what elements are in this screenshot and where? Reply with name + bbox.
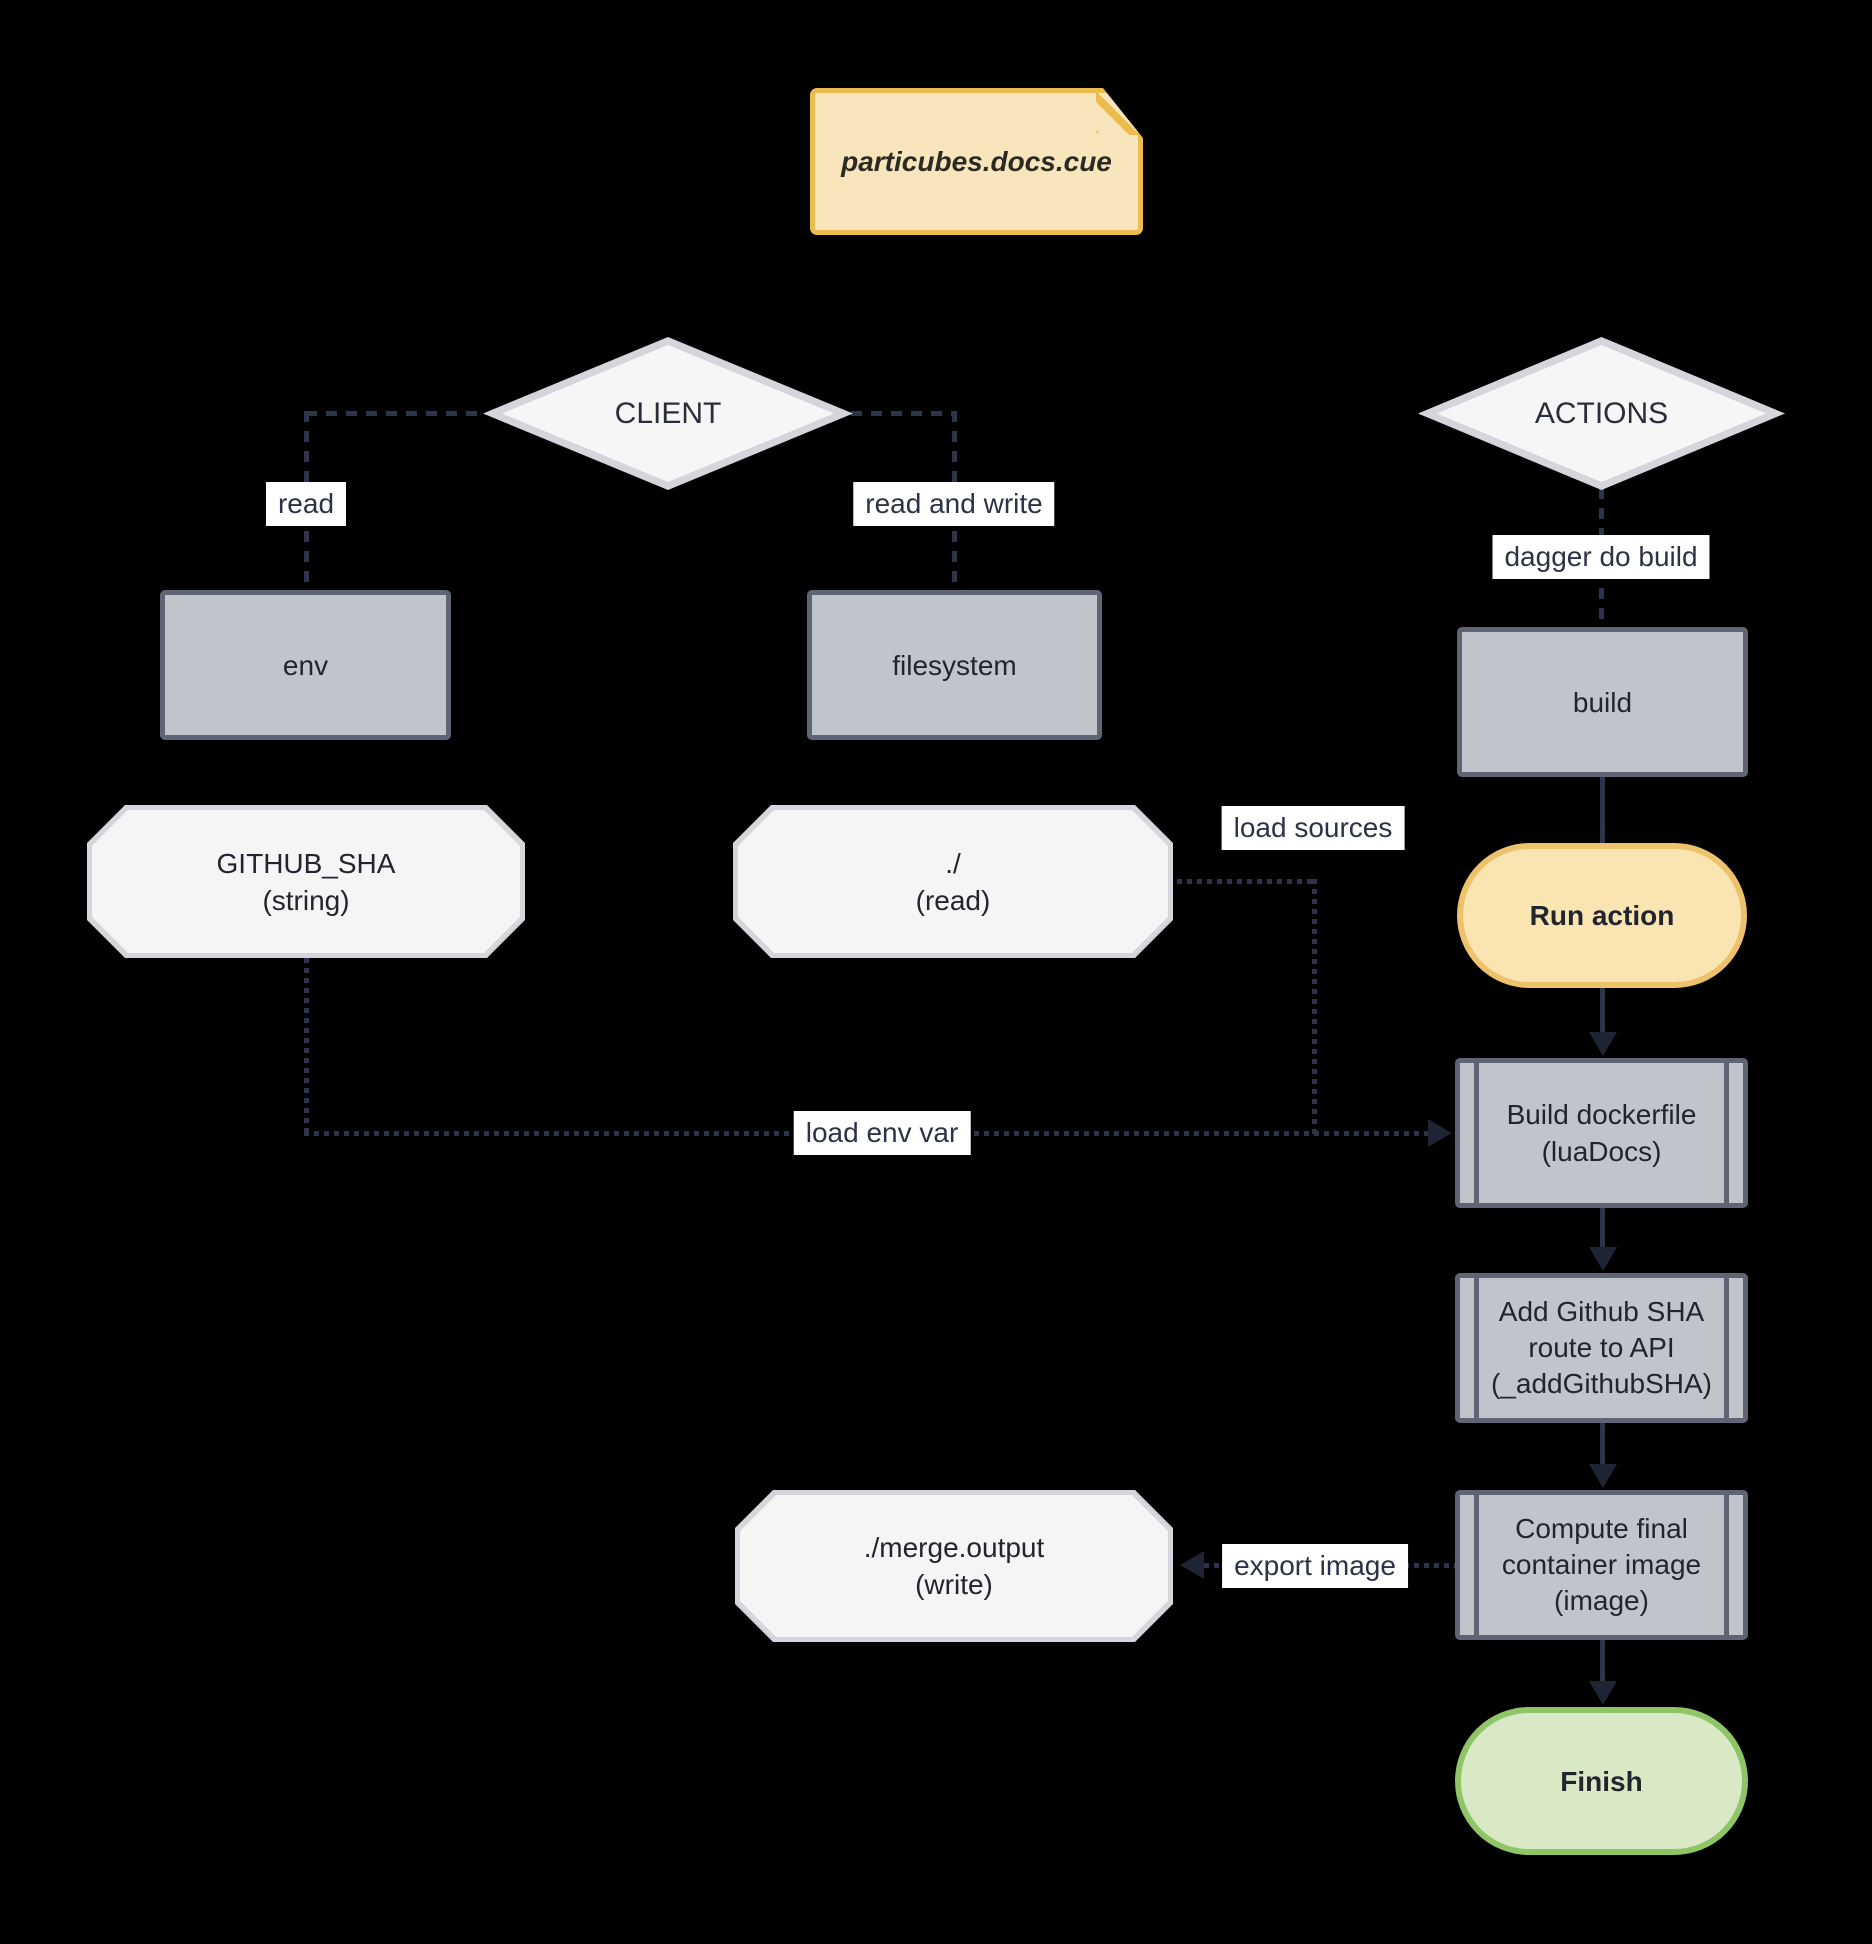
note-particubes-docs-cue: particubes.docs.cue <box>810 88 1143 235</box>
add-github-sha-bar-left <box>1474 1278 1479 1418</box>
edge-label-load-sources: load sources <box>1221 806 1405 850</box>
edge-compute-finish <box>1600 1640 1605 1682</box>
edge-client-filesystem-h <box>851 411 955 416</box>
client-diamond: CLIENT <box>483 337 853 490</box>
edge-loadsources-v <box>1312 879 1317 1136</box>
compute-image-bar-left <box>1474 1495 1479 1635</box>
github-sha-line2: (string) <box>262 884 350 916</box>
source-dir-line2: (read) <box>915 884 991 916</box>
github-sha-line1: GITHUB_SHA <box>216 847 396 879</box>
finish-label: Finish <box>1560 1765 1643 1797</box>
finish-node: Finish <box>1455 1707 1748 1855</box>
edge-label-export-image: export image <box>1222 1544 1408 1588</box>
add-github-sha-label: Add Github SHA route to API (_addGithubS… <box>1460 1278 1743 1418</box>
add-github-sha-node: Add Github SHA route to API (_addGithubS… <box>1455 1273 1748 1423</box>
build-dockerfile-label: Build dockerfile (luaDocs) <box>1460 1063 1743 1203</box>
source-dir-fill <box>733 805 1173 958</box>
compute-image-line3: (image) <box>1554 1585 1649 1616</box>
build-dockerfile-line1: Build dockerfile <box>1506 1099 1697 1130</box>
build-dockerfile-node: Build dockerfile (luaDocs) <box>1455 1058 1748 1208</box>
merge-output-node: ./merge.output (write) <box>735 1490 1173 1642</box>
compute-image-line1: Compute final <box>1515 1513 1688 1544</box>
build-dockerfile-bar-left <box>1474 1063 1479 1203</box>
edge-label-read: read <box>265 482 347 526</box>
github-sha-node: GITHUB_SHA (string) <box>87 805 525 958</box>
source-dir-node: ./ (read) <box>733 805 1173 958</box>
add-github-sha-line3: (_addGithubSHA) <box>1490 1368 1712 1399</box>
filesystem-node-label: filesystem <box>892 649 1017 681</box>
add-github-sha-bar-right <box>1724 1278 1729 1418</box>
add-github-sha-line1: Add Github SHA <box>1498 1296 1705 1327</box>
build-dockerfile-bar-right <box>1724 1063 1729 1203</box>
merge-output-line1: ./merge.output <box>863 1532 1045 1563</box>
add-github-sha-line2: route to API <box>1528 1332 1675 1363</box>
merge-output-label: ./merge.output (write) <box>735 1490 1173 1642</box>
client-diamond-label: CLIENT <box>614 397 722 430</box>
arrowhead-addsha <box>1589 1247 1617 1271</box>
edge-client-env-h <box>306 411 483 416</box>
compute-image-label: Compute final container image (image) <box>1460 1495 1743 1635</box>
source-dir-line1: ./ <box>945 847 961 879</box>
github-sha-fill <box>87 805 525 958</box>
actions-diamond: ACTIONS <box>1418 337 1785 490</box>
edge-loadsources-h <box>1177 879 1317 884</box>
edge-label-dagger-do-build: dagger do build <box>1492 535 1710 579</box>
build-node-label: build <box>1572 686 1633 718</box>
edge-build-runaction <box>1600 777 1605 843</box>
run-action-label: Run action <box>1529 900 1675 931</box>
compute-image-line2: container image <box>1501 1549 1702 1580</box>
arrowhead-exportimage <box>1180 1551 1204 1579</box>
compute-image-node: Compute final container image (image) <box>1455 1490 1748 1640</box>
merge-output-fill <box>735 1490 1173 1642</box>
build-dockerfile-line2: (luaDocs) <box>1541 1136 1662 1167</box>
edge-builddockerfile-addsha <box>1600 1208 1605 1250</box>
arrowhead-loadenvvar <box>1428 1119 1452 1147</box>
edge-addsha-compute <box>1600 1423 1605 1465</box>
edge-runaction-builddockerfile <box>1600 988 1605 1036</box>
run-action-node: Run action <box>1457 843 1747 988</box>
filesystem-node: filesystem <box>807 590 1102 740</box>
env-node-label: env <box>282 649 329 681</box>
source-dir-label: ./ (read) <box>733 805 1173 958</box>
arrowhead-builddockerfile <box>1589 1032 1617 1056</box>
github-sha-label: GITHUB_SHA (string) <box>87 805 525 958</box>
compute-image-bar-right <box>1724 1495 1729 1635</box>
arrowhead-finish <box>1589 1681 1617 1705</box>
edge-label-load-env-var: load env var <box>793 1111 971 1155</box>
note-title: particubes.docs.cue <box>841 146 1112 177</box>
merge-output-line2: (write) <box>915 1569 993 1600</box>
arrowhead-compute <box>1589 1464 1617 1488</box>
actions-diamond-label: ACTIONS <box>1534 397 1669 430</box>
edge-label-read-and-write: read and write <box>853 482 1055 526</box>
env-node: env <box>160 590 451 740</box>
build-node: build <box>1457 627 1748 777</box>
edge-githubsha-v <box>304 958 309 1136</box>
